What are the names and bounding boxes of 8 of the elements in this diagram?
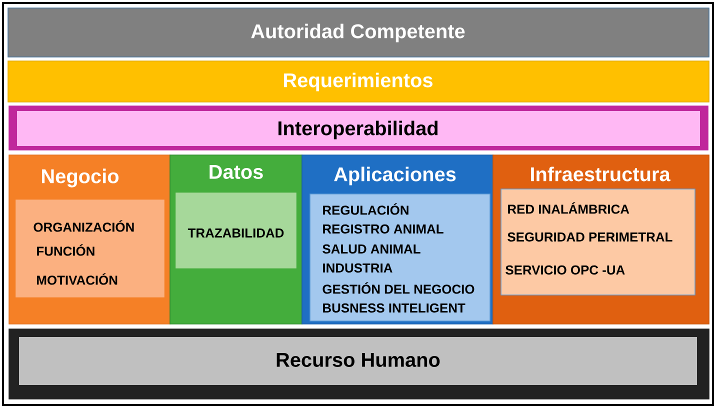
- item-box: REGULACIÓN REGISTRO ANIMAL SALUD ANIMAL INDUSTRIA GESTIÓN DEL NEGOCIO BUSNESS INTELIGENT: [310, 194, 490, 322]
- layer-band: Autoridad Competente: [8, 8, 710, 58]
- layer-band: Recurso Humano: [8, 328, 710, 400]
- layer-band: Interoperabilidad: [8, 106, 708, 150]
- item-box: RED INALÁMBRICA SEGURIDAD PERIMETRAL SERVICIO OPC -UA: [500, 188, 696, 296]
- item-box: ORGANIZACIÓN FUNCIÓN MOTIVACIÓN: [16, 200, 164, 298]
- layer-band: Requerimientos: [8, 60, 710, 102]
- item-box: TRAZABILIDAD: [176, 192, 296, 268]
